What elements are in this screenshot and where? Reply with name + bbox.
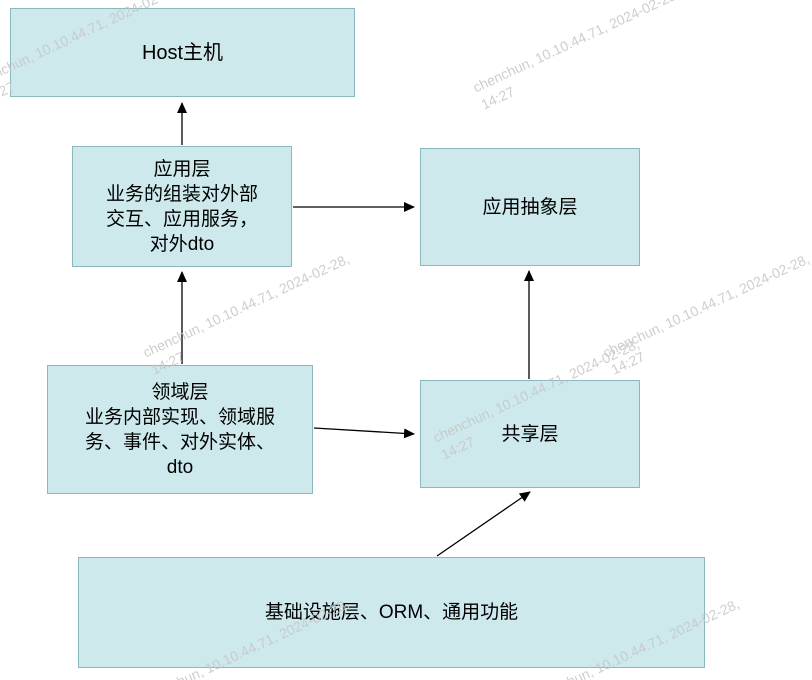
node-host-label: Host主机 xyxy=(141,41,224,64)
arrow-domain-to-shared xyxy=(313,427,415,439)
node-application-title: 应用层 xyxy=(153,158,211,180)
node-shared-layer: 共享层 xyxy=(420,380,640,488)
watermark-text: chenchun, 10.10.44.71, 2024-02-28, 14:27 xyxy=(600,250,812,378)
node-infrastructure-layer: 基础设施层、ORM、通用功能 xyxy=(78,557,705,668)
node-domain-desc-2: 务、事件、对外实体、 xyxy=(84,431,275,453)
node-domain-desc-3: dto xyxy=(166,456,194,478)
node-host-layer: Host主机 xyxy=(10,8,355,97)
node-application-abstract-label: 应用抽象层 xyxy=(482,196,578,218)
arrow-infrastructure-to-shared xyxy=(436,491,531,557)
node-application-desc-1: 业务的组装对外部 xyxy=(105,183,258,205)
node-application-layer: 应用层 业务的组装对外部 交互、应用服务， 对外dto xyxy=(72,146,292,267)
watermark-text: chenchun, 10.10.44.71, 2024-02-28, 14:27 xyxy=(140,250,352,378)
node-infrastructure-label: 基础设施层、ORM、通用功能 xyxy=(264,602,519,623)
node-shared-label: 共享层 xyxy=(501,423,559,445)
watermark-text: chenchun, 10.10.44.71, 2024-02-28, 14:27 xyxy=(470,0,682,113)
node-application-desc-3: 对外dto xyxy=(149,233,215,255)
node-application-desc-2: 交互、应用服务， xyxy=(105,208,258,230)
node-domain-layer: 领域层 业务内部实现、领域服 务、事件、对外实体、 dto xyxy=(47,365,313,494)
node-domain-desc-1: 业务内部实现、领域服 xyxy=(84,406,275,428)
node-domain-title: 领域层 xyxy=(151,381,209,403)
node-application-abstract-layer: 应用抽象层 xyxy=(420,148,640,266)
